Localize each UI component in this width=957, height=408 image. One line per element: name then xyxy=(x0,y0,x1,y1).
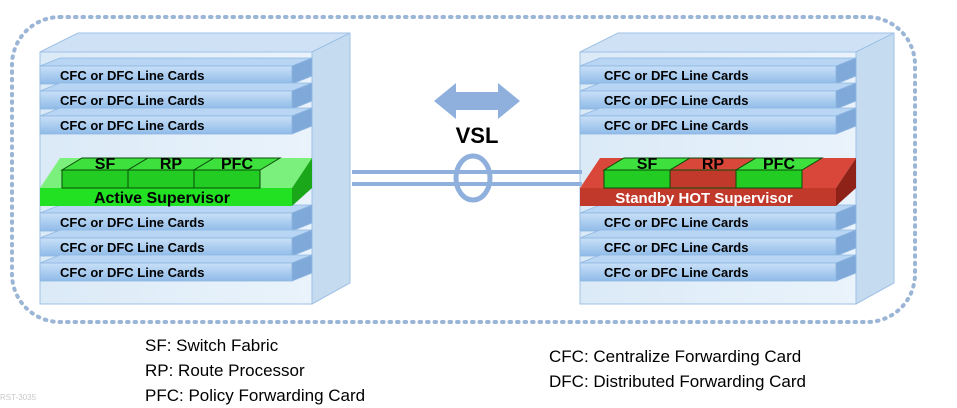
line-card: CFC or DFC Line Cards xyxy=(579,107,857,135)
line-card-top-face xyxy=(39,82,313,92)
line-card-label: CFC or DFC Line Cards xyxy=(60,118,204,133)
legend-item-cfc: CFC: Centralize Forwarding Card xyxy=(549,347,802,366)
line-card-top-face xyxy=(39,254,313,264)
vsl-link: VSL xyxy=(352,83,582,203)
line-card-side-face xyxy=(291,82,313,110)
right-supervisor-label: Standby HOT Supervisor xyxy=(615,190,793,207)
supervisor-module-sf: SF xyxy=(602,156,692,189)
line-card-top-face xyxy=(579,229,857,239)
left-chassis-top xyxy=(39,32,351,53)
line-card-side-face xyxy=(835,254,857,282)
line-card-label: CFC or DFC Line Cards xyxy=(60,240,204,255)
left-chassis-side xyxy=(311,32,351,305)
line-card-label: CFC or DFC Line Cards xyxy=(604,240,748,255)
virtual-switch-boundary xyxy=(10,15,917,324)
line-card: CFC or DFC Line Cards xyxy=(39,204,313,232)
line-card-top-face xyxy=(579,82,857,92)
line-card-top-face xyxy=(579,107,857,117)
legend-left: SF: Switch Fabric RP: Route Processor PF… xyxy=(145,333,365,408)
line-card-side-face xyxy=(291,254,313,282)
line-card-top-face xyxy=(579,254,857,264)
line-card-side-face xyxy=(291,107,313,135)
left-supervisor: SF RP PFC Active Supervisor xyxy=(40,156,312,207)
line-card-label: CFC or DFC Line Cards xyxy=(60,265,204,280)
line-card-side-face xyxy=(835,82,857,110)
legend-item-dfc: DFC: Distributed Forwarding Card xyxy=(549,372,806,391)
line-card-label: CFC or DFC Line Cards xyxy=(60,68,204,83)
module-label: RP xyxy=(702,156,725,173)
slide-id-tag: RST-3035 xyxy=(0,393,37,402)
legend-item-sf: SF: Switch Fabric xyxy=(145,336,279,355)
line-card-label: CFC or DFC Line Cards xyxy=(60,215,204,230)
line-card-top-face xyxy=(39,107,313,117)
module-label: SF xyxy=(95,156,116,173)
module-label: PFC xyxy=(763,156,795,173)
module-label: SF xyxy=(637,156,658,173)
vsl-bundle-ring xyxy=(453,153,493,203)
module-label: RP xyxy=(160,156,183,173)
line-card-label: CFC or DFC Line Cards xyxy=(604,215,748,230)
line-card: CFC or DFC Line Cards xyxy=(39,229,313,257)
line-card-top-face xyxy=(579,57,857,67)
legend-item-rp: RP: Route Processor xyxy=(145,361,305,380)
module-label: PFC xyxy=(221,156,253,173)
line-card-label: CFC or DFC Line Cards xyxy=(604,93,748,108)
line-card: CFC or DFC Line Cards xyxy=(39,82,313,110)
line-card: CFC or DFC Line Cards xyxy=(579,57,857,85)
right-supervisor: SF RP PFC Standby HOT Supervisor xyxy=(580,156,856,207)
supervisor-module-rp: RP xyxy=(126,156,216,189)
right-supervisor-bar xyxy=(580,188,836,206)
line-card-side-face xyxy=(835,229,857,257)
line-card-label: CFC or DFC Line Cards xyxy=(604,118,748,133)
right-supervisor-side-face xyxy=(836,158,856,206)
supervisor-module-pfc: PFC xyxy=(734,156,824,189)
left-supervisor-bar xyxy=(40,188,292,206)
supervisor-module-rp: RP xyxy=(668,156,758,189)
left-supervisor-side-face xyxy=(292,158,312,206)
line-card-side-face xyxy=(291,204,313,232)
line-card: CFC or DFC Line Cards xyxy=(579,82,857,110)
supervisor-module-sf: SF xyxy=(60,156,150,189)
left-supervisor-label: Active Supervisor xyxy=(94,190,230,207)
line-card-label: CFC or DFC Line Cards xyxy=(604,68,748,83)
line-card: CFC or DFC Line Cards xyxy=(579,204,857,232)
line-card: CFC or DFC Line Cards xyxy=(39,254,313,282)
vsl-label: VSL xyxy=(456,123,499,148)
line-card-label: CFC or DFC Line Cards xyxy=(60,93,204,108)
line-card-side-face xyxy=(291,57,313,85)
line-card-label: CFC or DFC Line Cards xyxy=(604,265,748,280)
module-face xyxy=(735,169,803,189)
line-card-top-face xyxy=(39,229,313,239)
line-card-top-face xyxy=(39,57,313,67)
line-card: CFC or DFC Line Cards xyxy=(579,254,857,282)
line-card-side-face xyxy=(291,229,313,257)
legend-item-pfc: PFC: Policy Forwarding Card xyxy=(145,386,366,405)
line-card: CFC or DFC Line Cards xyxy=(579,229,857,257)
line-card-side-face xyxy=(835,204,857,232)
module-face xyxy=(193,169,261,189)
line-card-side-face xyxy=(835,107,857,135)
legend-right: CFC: Centralize Forwarding Card DFC: Dis… xyxy=(549,344,806,394)
line-card: CFC or DFC Line Cards xyxy=(39,57,313,85)
right-chassis-side xyxy=(855,32,895,305)
line-card: CFC or DFC Line Cards xyxy=(39,107,313,135)
right-chassis-top xyxy=(579,32,895,53)
line-card-side-face xyxy=(835,57,857,85)
supervisor-module-pfc: PFC xyxy=(192,156,282,189)
vsl-double-arrow-icon xyxy=(434,83,520,119)
